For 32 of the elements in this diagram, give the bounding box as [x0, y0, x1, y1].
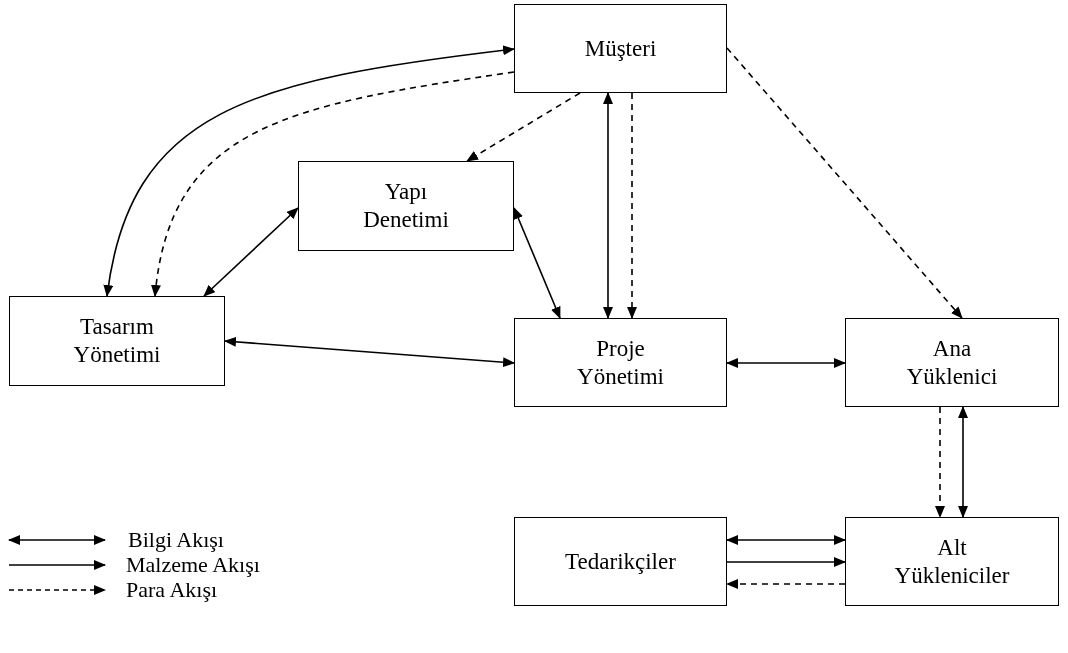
- arrow: [726, 358, 846, 368]
- box-label: Ana Yüklenici: [905, 334, 999, 391]
- arrow: [726, 47, 963, 319]
- process-box: [514, 318, 727, 407]
- legend-label: Malzeme Akışı: [126, 552, 260, 578]
- box-label: Tasarım Yönetimi: [72, 313, 162, 369]
- arrow: [224, 336, 515, 368]
- arrow: [935, 406, 945, 518]
- arrow: [603, 92, 613, 319]
- arrow: [627, 92, 637, 319]
- arrow: [726, 579, 846, 589]
- box-label: Proje Yönetimi: [576, 334, 665, 391]
- arrow: [151, 71, 515, 297]
- box-label: Tedarikçiler: [565, 547, 676, 576]
- process-box: [514, 4, 727, 93]
- process-box: [845, 517, 1059, 606]
- process-box: [514, 517, 727, 606]
- arrow: [726, 557, 846, 567]
- arrow: [466, 92, 581, 162]
- arrow: [726, 535, 846, 545]
- process-box: [9, 296, 225, 386]
- arrow: [958, 406, 968, 518]
- box-label: Yapı Denetimi: [362, 178, 450, 234]
- box-label: Alt Yükleniciler: [893, 533, 1011, 590]
- legend-label: Bilgi Akışı: [128, 527, 224, 553]
- process-box: [845, 318, 1059, 407]
- arrow: [203, 207, 299, 297]
- legend-label: Para Akışı: [126, 577, 218, 603]
- process-box: [298, 161, 514, 251]
- box-label: Müşteri: [584, 34, 657, 63]
- arrow: [104, 45, 515, 297]
- arrow: [513, 207, 561, 319]
